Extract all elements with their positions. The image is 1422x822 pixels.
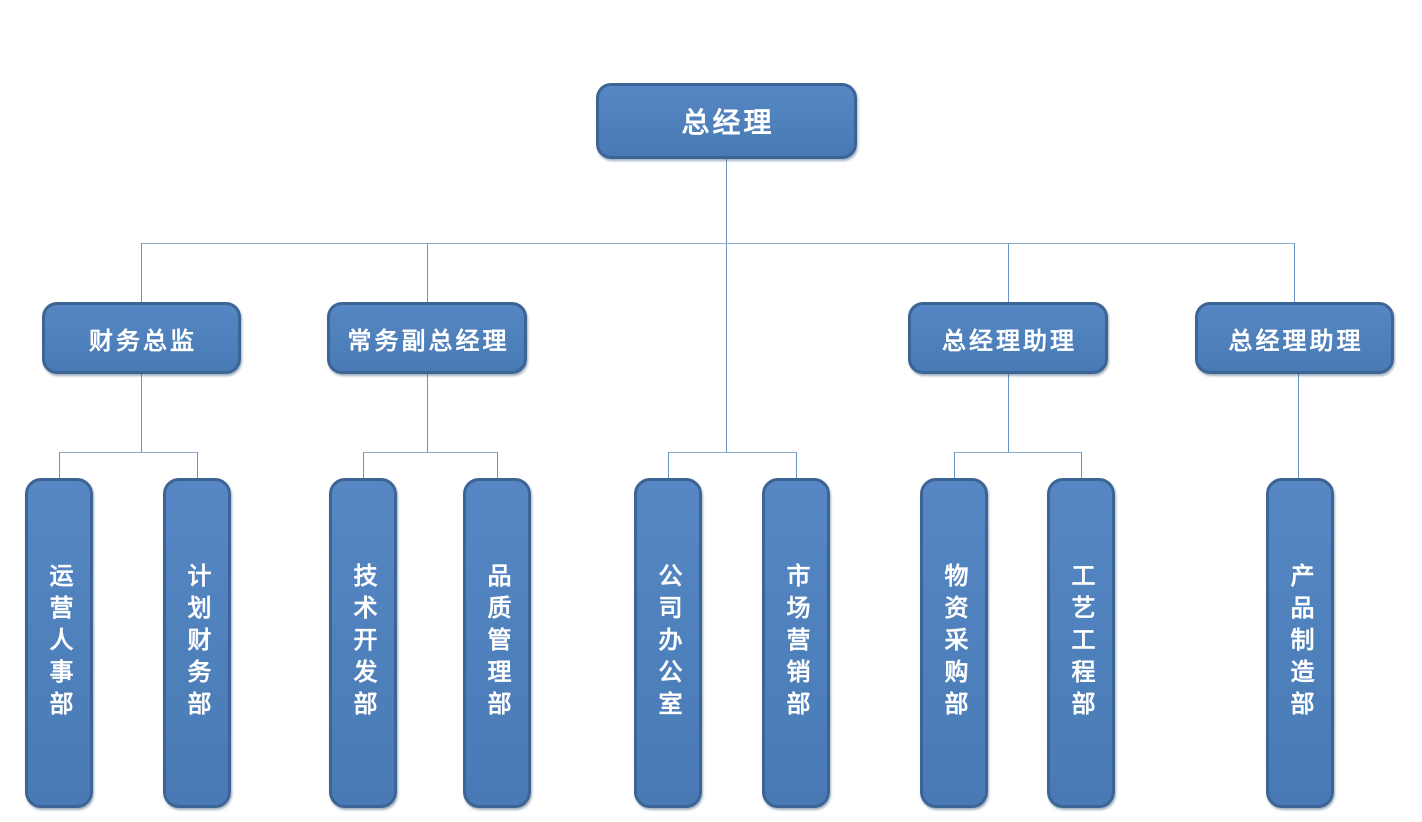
connector-drop-group1-b xyxy=(497,452,498,478)
org-node-gm-assistant-2: 总经理助理 xyxy=(1195,302,1394,374)
org-node-label: 公司办公室 xyxy=(654,563,683,723)
org-node-label: 物资采购部 xyxy=(940,563,969,723)
connector-root-trunk xyxy=(726,159,727,452)
connector-line-group4 xyxy=(1298,374,1299,478)
connector-bus-group1 xyxy=(363,452,497,453)
connector-drop-group2-b xyxy=(796,452,797,478)
org-node-label: 总经理 xyxy=(681,106,775,139)
org-node-label: 总经理助理 xyxy=(942,325,1077,355)
org-node-operations-hr-dept: 运营人事部 xyxy=(25,478,93,808)
connector-drop-group3-a xyxy=(954,452,955,478)
org-node-quality-management-dept: 品质管理部 xyxy=(463,478,531,808)
connector-bus-group3 xyxy=(954,452,1081,453)
org-node-label: 技术开发部 xyxy=(349,563,378,723)
org-node-label: 财务总监 xyxy=(89,325,197,355)
connector-drop-group1-a xyxy=(363,452,364,478)
connector-drop-group0-a xyxy=(59,452,60,478)
connector-drop-group2-a xyxy=(668,452,669,478)
connector-riser-group3 xyxy=(1008,374,1009,452)
org-node-finance-director: 财务总监 xyxy=(42,302,241,374)
connector-main-bus xyxy=(141,243,1294,244)
connector-drop-l2-2 xyxy=(1008,243,1009,302)
connector-riser-group0 xyxy=(141,374,142,452)
connector-bus-group2 xyxy=(668,452,796,453)
connector-bus-group0 xyxy=(59,452,197,453)
connector-drop-group0-b xyxy=(197,452,198,478)
org-node-label: 品质管理部 xyxy=(483,563,512,723)
connector-drop-group3-b xyxy=(1081,452,1082,478)
org-node-product-manufacturing-dept: 产品制造部 xyxy=(1266,478,1334,808)
org-node-tech-development-dept: 技术开发部 xyxy=(329,478,397,808)
org-node-label: 总经理助理 xyxy=(1228,325,1364,355)
connector-drop-l2-0 xyxy=(141,243,142,302)
org-node-label: 计划财务部 xyxy=(183,563,212,723)
org-node-gm-assistant-1: 总经理助理 xyxy=(908,302,1108,374)
org-node-general-manager: 总经理 xyxy=(596,83,857,159)
org-node-material-procurement-dept: 物资采购部 xyxy=(920,478,988,808)
org-node-planning-finance-dept: 计划财务部 xyxy=(163,478,231,808)
connector-drop-l2-1 xyxy=(427,243,428,302)
org-node-label: 工艺工程部 xyxy=(1067,563,1096,723)
org-node-company-office: 公司办公室 xyxy=(634,478,702,808)
org-node-label: 运营人事部 xyxy=(45,563,74,723)
org-node-label: 市场营销部 xyxy=(782,563,811,723)
connector-drop-l2-3 xyxy=(1294,243,1295,302)
org-node-label: 产品制造部 xyxy=(1286,563,1315,723)
org-node-executive-deputy-gm: 常务副总经理 xyxy=(327,302,527,374)
org-node-label: 常务副总经理 xyxy=(347,325,510,355)
connector-riser-group1 xyxy=(427,374,428,452)
org-node-process-engineering-dept: 工艺工程部 xyxy=(1047,478,1115,808)
org-node-marketing-dept: 市场营销部 xyxy=(762,478,830,808)
